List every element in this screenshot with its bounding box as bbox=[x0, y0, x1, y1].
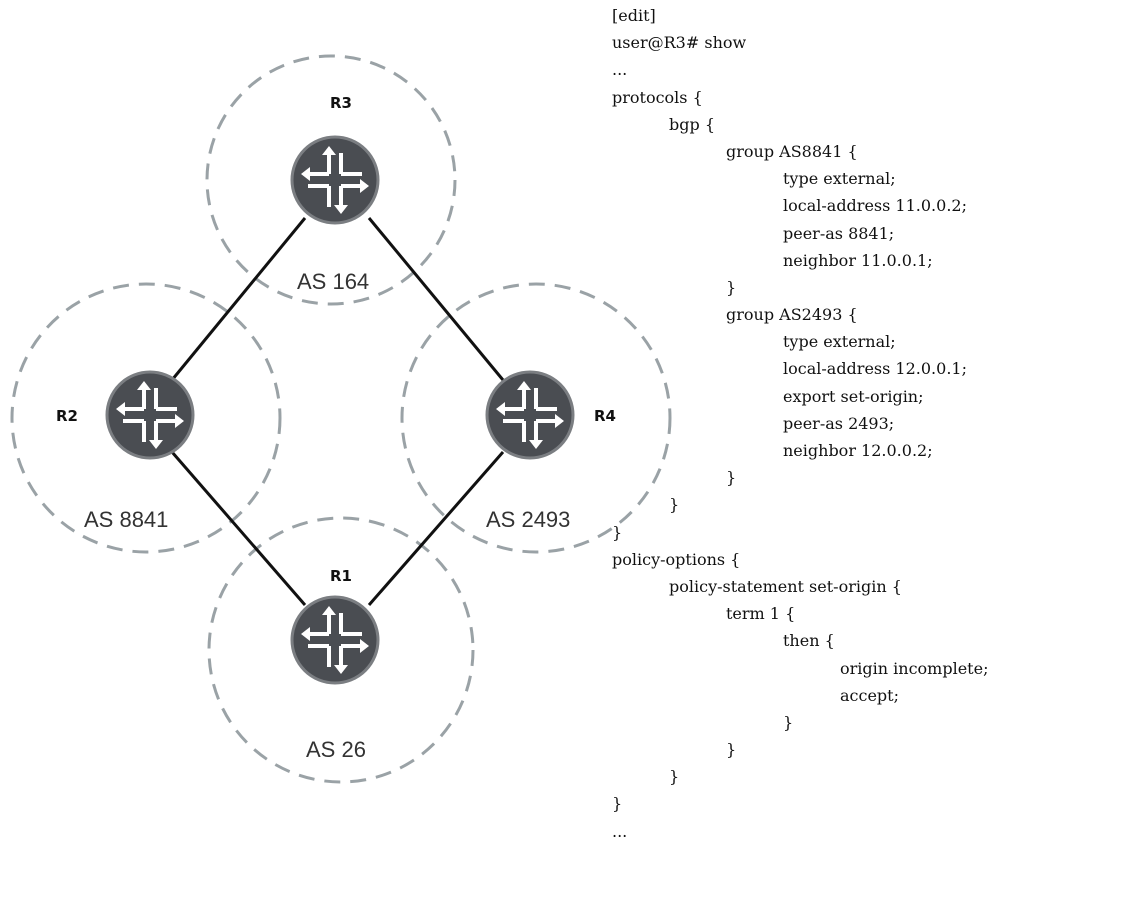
as-2493-label: AS 2493 bbox=[486, 507, 570, 532]
config-line: } bbox=[612, 794, 623, 814]
as-164-label: AS 164 bbox=[297, 269, 369, 294]
config-line: ... bbox=[612, 60, 628, 80]
config-line: peer-as 2493; bbox=[783, 413, 895, 433]
router-r2-label: R2 bbox=[56, 407, 78, 425]
config-line: } bbox=[612, 522, 623, 542]
link-r2-r1 bbox=[170, 451, 307, 606]
junos-config-listing: [edit] user@R3# show... protocols { bgp { gr… bbox=[612, 2, 988, 845]
as-26-label: AS 26 bbox=[306, 737, 366, 762]
config-line: } bbox=[726, 740, 737, 760]
config-line: term 1 { bbox=[726, 604, 796, 624]
config-line: } bbox=[669, 495, 680, 515]
config-line: user@R3# show bbox=[612, 33, 747, 53]
config-line: peer-as 8841; bbox=[783, 223, 895, 243]
config-line: policy-options { bbox=[612, 549, 741, 569]
config-line: } bbox=[783, 712, 794, 732]
config-line: } bbox=[669, 767, 680, 787]
router-r3-label: R3 bbox=[330, 94, 352, 112]
config-line: bgp { bbox=[669, 114, 715, 134]
config-line: } bbox=[726, 468, 737, 488]
as-2493-boundary bbox=[400, 282, 672, 554]
config-line: protocols { bbox=[612, 87, 703, 107]
as-26-boundary bbox=[207, 516, 475, 784]
config-line: neighbor 12.0.0.2; bbox=[783, 441, 933, 460]
router-r1-icon bbox=[290, 595, 380, 685]
config-line: origin incomplete; bbox=[840, 658, 989, 678]
router-r4-icon bbox=[485, 370, 575, 460]
config-line: group AS8841 { bbox=[726, 141, 858, 161]
link-r4-r1 bbox=[367, 451, 505, 606]
as-164-boundary bbox=[205, 54, 457, 306]
bgp-topology-diagram: R3 R2 R4 R1 AS 164 AS 8841 AS 2493 AS 26 bbox=[10, 54, 672, 784]
link-r3-r4 bbox=[367, 217, 505, 381]
link-r3-r2 bbox=[170, 217, 307, 381]
config-line: ... bbox=[612, 821, 628, 841]
config-line: neighbor 11.0.0.1; bbox=[783, 250, 933, 270]
config-line: local-address 11.0.0.2; bbox=[783, 196, 967, 216]
config-line: type external; bbox=[783, 332, 896, 352]
router-r4-label: R4 bbox=[594, 407, 616, 425]
config-line: type external; bbox=[783, 169, 896, 189]
config-line: group AS2493 { bbox=[726, 305, 858, 325]
config-line: } bbox=[726, 277, 737, 297]
config-line: export set-origin; bbox=[783, 386, 924, 406]
config-line: local-address 12.0.0.1; bbox=[783, 359, 967, 379]
config-line: [edit] bbox=[612, 6, 656, 25]
config-line: then { bbox=[783, 631, 835, 651]
config-line: policy-statement set-origin { bbox=[669, 576, 902, 596]
as-8841-boundary bbox=[10, 282, 282, 554]
router-r3-icon bbox=[290, 135, 380, 225]
config-line: accept; bbox=[840, 685, 899, 705]
as-8841-label: AS 8841 bbox=[84, 507, 168, 532]
router-r2-icon bbox=[105, 370, 195, 460]
router-r1-label: R1 bbox=[330, 567, 352, 585]
